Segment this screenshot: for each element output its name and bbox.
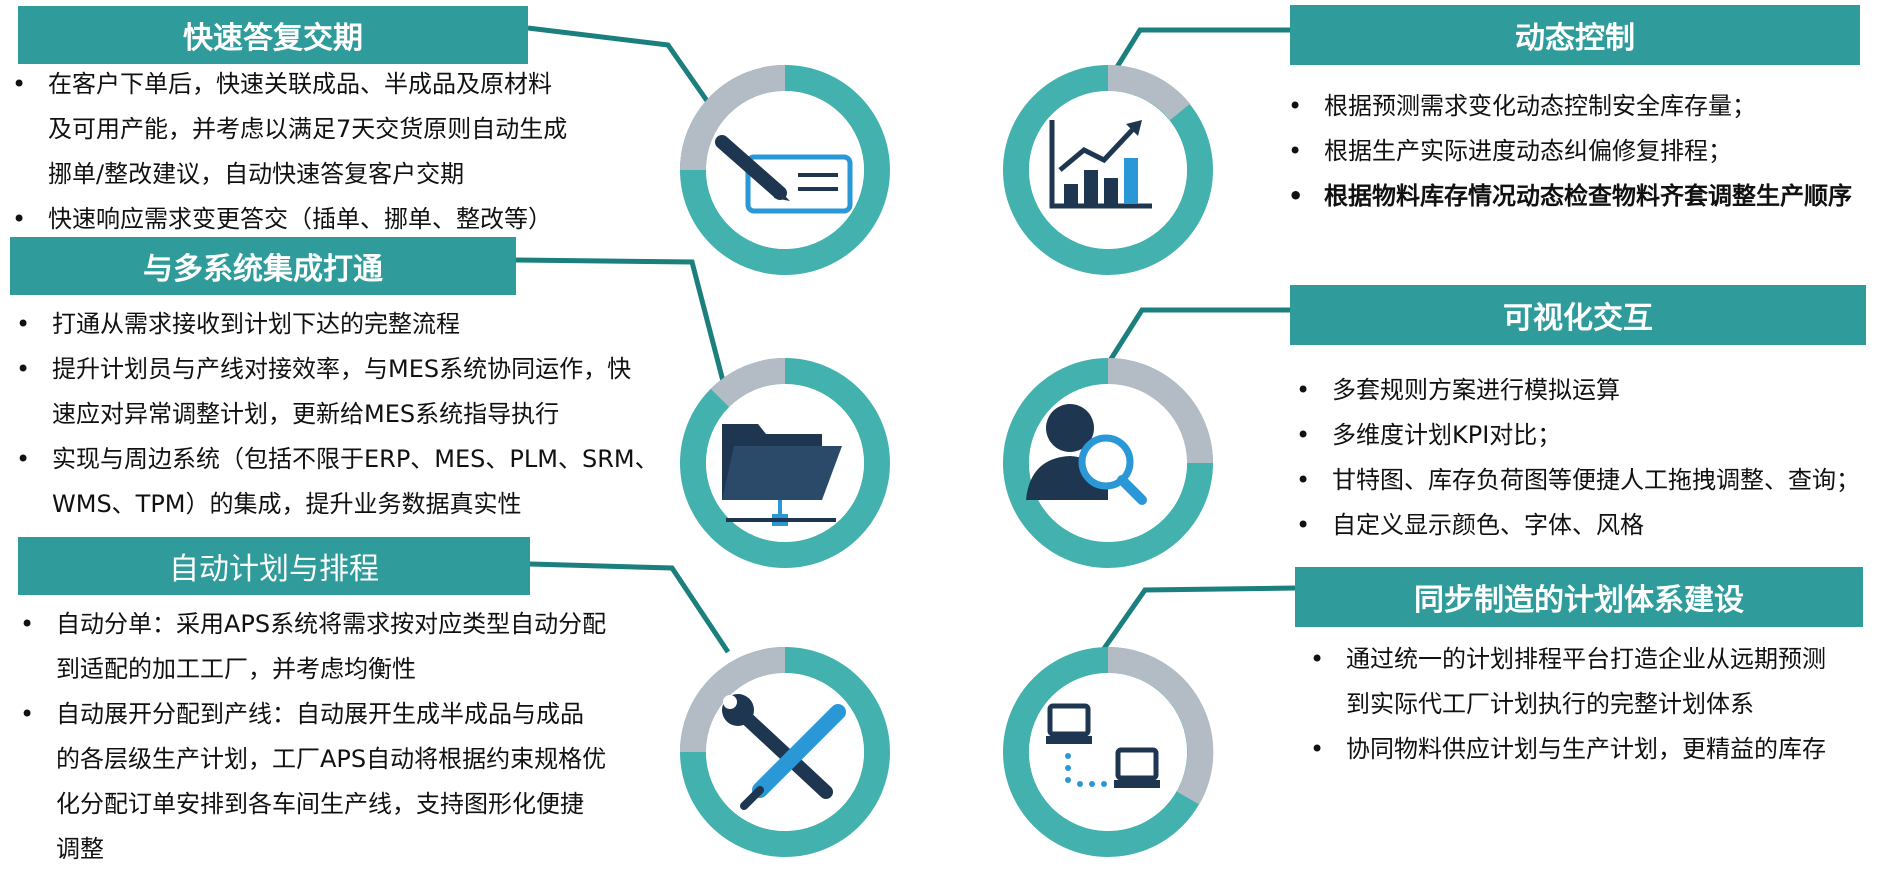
connector-sync-manufacturing [1100,585,1296,652]
list-quick-reply: 在客户下单后，快速关联成品、半成品及原材料 及可用产能，并考虑以满足7天交货原则… [12,62,612,242]
user-search-icon [1026,404,1147,505]
list-item: 提升计划员与产线对接效率，与MES系统协同运作，快 速应对异常调整计划，更新给M… [16,347,676,437]
ring-visual-interaction [1003,358,1213,568]
list-item: 自动展开分配到产线：自动展开生成半成品与成品 的各层级生产计划，工厂APS自动将… [20,692,640,872]
connector-auto-planning [529,561,731,654]
list-item: 快速响应需求变更答交（插单、挪单、整改等） [12,197,612,242]
ring-sync-manufacturing [1003,646,1214,857]
list-dynamic-control: 根据预测需求变化动态控制安全库存量； 根据生产实际进度动态纠偏修复排程； 根据物… [1288,84,1888,219]
header-dynamic-control: 动态控制 [1290,5,1860,65]
list-item: 自定义显示颜色、字体、风格 [1296,503,1896,548]
list-item: 通过统一的计划排程平台打造企业从远期预测 到实际代工厂计划执行的完整计划体系 [1310,637,1890,727]
bar-chart-trend-icon [1049,120,1152,209]
list-item: 根据生产实际进度动态纠偏修复排程； [1288,129,1888,174]
network-folder-icon [722,424,842,526]
ring-integration [680,358,890,568]
connected-computers-icon [1046,703,1160,788]
list-item: 实现与周边系统（包括不限于ERP、MES、PLM、SRM、 WMS、TPM）的集… [16,437,676,527]
ring-dynamic-control [1003,64,1213,275]
list-auto-planning: 自动分单：采用APS系统将需求按对应类型自动分配 到适配的加工工厂，并考虑均衡性… [20,602,640,872]
list-sync-manufacturing: 通过统一的计划排程平台打造企业从远期预测 到实际代工厂计划执行的完整计划体系 协… [1310,637,1890,772]
header-quick-reply: 快速答复交期 [18,6,528,64]
ring-auto-planning [680,647,890,857]
list-item: 协同物料供应计划与生产计划，更精益的库存 [1310,727,1890,772]
pen-and-card-icon [715,135,853,214]
wrench-and-screwdriver-icon [722,694,846,810]
header-sync-manufacturing: 同步制造的计划体系建设 [1295,567,1863,627]
list-item: 自动分单：采用APS系统将需求按对应类型自动分配 到适配的加工工厂，并考虑均衡性 [20,602,640,692]
list-integration: 打通从需求接收到计划下达的完整流程 提升计划员与产线对接效率，与MES系统协同运… [16,302,676,527]
connector-integration [515,257,727,386]
header-auto-planning: 自动计划与排程 [18,537,530,595]
list-item: 多维度计划KPI对比； [1296,413,1896,458]
connector-quick-reply [527,25,715,110]
header-visual-interaction: 可视化交互 [1290,285,1866,345]
list-item: 在客户下单后，快速关联成品、半成品及原材料 及可用产能，并考虑以满足7天交货原则… [12,62,612,197]
list-item: 根据物料库存情况动态检查物料齐套调整生产顺序 [1288,174,1888,219]
list-visual-interaction: 多套规则方案进行模拟运算 多维度计划KPI对比； 甘特图、库存负荷图等便捷人工拖… [1296,368,1896,548]
ring-quick-reply [680,65,890,275]
header-integration: 与多系统集成打通 [10,237,516,295]
list-item: 根据预测需求变化动态控制安全库存量； [1288,84,1888,129]
connector-visual-interaction [1101,307,1290,372]
list-item: 甘特图、库存负荷图等便捷人工拖拽调整、查询； [1296,458,1896,503]
list-item: 多套规则方案进行模拟运算 [1296,368,1896,413]
list-item: 打通从需求接收到计划下达的完整流程 [16,302,676,347]
